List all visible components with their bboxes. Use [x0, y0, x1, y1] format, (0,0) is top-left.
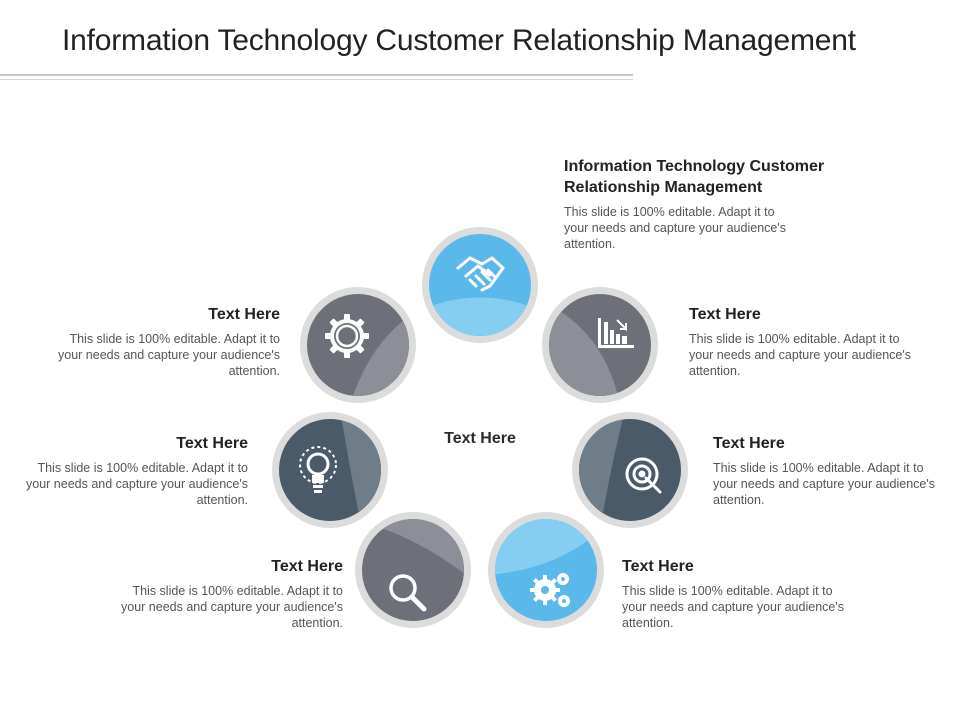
page-title: Information Technology Customer Relation…	[62, 24, 856, 57]
text-block-top: Information Technology Customer Relation…	[564, 156, 824, 252]
text-block-upper-right: Text Here This slide is 100% editable. A…	[689, 304, 914, 379]
text-block-lower-left: Text Here This slide is 100% editable. A…	[118, 556, 343, 631]
center-label: Text Here	[444, 430, 516, 447]
gear-icon	[325, 314, 369, 358]
node-magnifier	[355, 512, 471, 628]
block-heading: Text Here	[271, 558, 343, 575]
node-bar-chart	[542, 287, 658, 403]
block-description: This slide is 100% editable. Adapt it to…	[58, 332, 280, 378]
block-description: This slide is 100% editable. Adapt it to…	[689, 332, 911, 378]
block-description: This slide is 100% editable. Adapt it to…	[622, 584, 844, 630]
bar-chart-icon	[598, 318, 634, 348]
block-description: This slide is 100% editable. Adapt it to…	[26, 461, 248, 507]
text-block-right: Text Here This slide is 100% editable. A…	[713, 433, 938, 508]
block-description: This slide is 100% editable. Adapt it to…	[121, 584, 343, 630]
lightbulb-icon	[299, 446, 337, 493]
block-heading: Text Here	[176, 435, 248, 452]
block-description: This slide is 100% editable. Adapt it to…	[564, 205, 786, 251]
target-icon	[625, 457, 662, 494]
handshake-icon	[456, 256, 505, 292]
title-underline-thin	[0, 79, 633, 80]
block-heading: Text Here	[713, 435, 785, 452]
block-heading: Text Here	[622, 558, 694, 575]
text-block-lower-right: Text Here This slide is 100% editable. A…	[622, 556, 847, 631]
text-block-upper-left: Text Here This slide is 100% editable. A…	[55, 304, 280, 379]
magnifier-icon	[389, 574, 427, 612]
block-description: This slide is 100% editable. Adapt it to…	[713, 461, 935, 507]
text-block-left: Text Here This slide is 100% editable. A…	[23, 433, 248, 508]
node-gear	[300, 287, 416, 403]
node-target	[572, 412, 688, 528]
node-handshake	[422, 227, 538, 343]
block-heading: Text Here	[208, 306, 280, 323]
gears-icon	[530, 573, 570, 607]
node-lightbulb	[272, 412, 388, 528]
block-heading: Information Technology Customer Relation…	[564, 158, 825, 196]
node-gears	[488, 512, 604, 628]
block-heading: Text Here	[689, 306, 761, 323]
title-underline	[0, 74, 633, 76]
